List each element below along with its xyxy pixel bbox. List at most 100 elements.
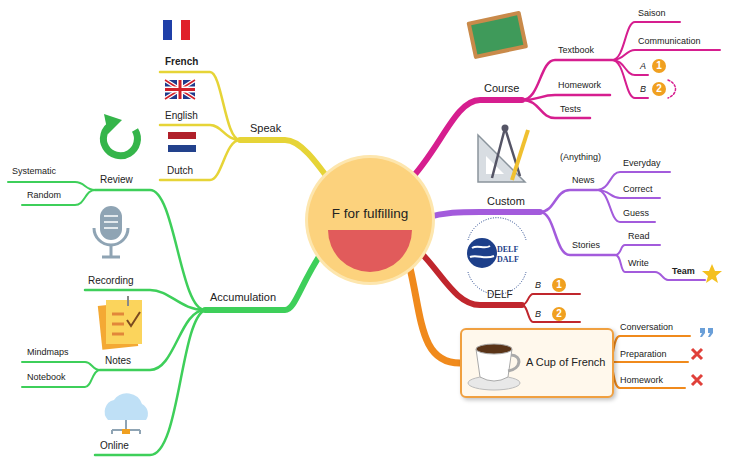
branch-stroke [612, 60, 648, 98]
branch-stroke [468, 218, 526, 240]
branch-stroke [466, 11, 528, 60]
branch-stroke [522, 305, 580, 322]
branch-stroke [471, 15, 523, 54]
coffee-cup-icon [464, 331, 524, 397]
branch-stroke [467, 238, 497, 268]
branch-stroke [608, 362, 685, 388]
branch-stroke [122, 429, 130, 434]
branch-stroke [105, 393, 148, 420]
branch-label: Read [628, 231, 650, 242]
branch-stroke [522, 60, 612, 100]
branch-label: Review [100, 174, 133, 186]
accumulation-branch [8, 182, 322, 455]
speak-branch [160, 72, 335, 188]
topic-text: F for fulfilling [308, 206, 432, 221]
branch-label: News [572, 175, 595, 186]
branch-label: Communication [638, 36, 701, 47]
branch-stroke [168, 132, 196, 139]
branch-stroke [127, 312, 140, 326]
branch-stroke [106, 300, 142, 344]
branch-label: Random [27, 190, 61, 201]
drawing-tools-icon [478, 125, 528, 183]
branch-label: Write [628, 258, 649, 269]
branch-stroke [608, 361, 688, 363]
branch-stroke [522, 95, 610, 100]
delf-logo [467, 218, 526, 295]
accumulation-icons [94, 114, 148, 434]
branch-stroke [597, 190, 655, 222]
branch-label: Homework [620, 375, 663, 386]
branch-stroke [100, 206, 122, 240]
branch-stroke [95, 190, 205, 310]
branch-label: Speak [250, 122, 281, 135]
branch-stroke [668, 80, 676, 98]
branch-stroke [615, 255, 705, 280]
topic-box: A Cup of French [460, 328, 614, 398]
branch-stroke [112, 420, 140, 434]
branch-stroke [470, 246, 494, 257]
branch-stroke [22, 370, 100, 387]
branch-label: Dutch [167, 165, 193, 177]
branch-label: Custom [487, 195, 525, 208]
star-icon [702, 264, 722, 283]
topic-text: A Cup of French [526, 356, 606, 368]
branch-stroke [502, 125, 509, 132]
branch-stroke [104, 114, 122, 134]
branch-stroke [425, 212, 540, 218]
mouth-shape [328, 230, 412, 272]
branch-stroke [540, 212, 615, 255]
logo-text: DALF [497, 255, 519, 265]
branch-stroke [700, 328, 713, 337]
branch-stroke [160, 72, 240, 140]
branch-stroke [172, 20, 181, 40]
branch-stroke [522, 100, 590, 118]
branch-label: French [165, 56, 198, 68]
branch-connector [410, 267, 460, 363]
branch-label: Everyday [623, 158, 661, 169]
branch-label: Correct [623, 184, 653, 195]
branch-label: A [640, 61, 646, 72]
branch-label: Notes [105, 355, 131, 367]
branch-label: Guess [623, 208, 649, 219]
branch-label: Textbook [558, 45, 594, 56]
branch-stroke [168, 145, 196, 152]
branch-label: Course [484, 82, 519, 95]
branch-stroke [181, 20, 190, 40]
branch-stroke [168, 139, 196, 145]
branch-stroke [112, 314, 124, 334]
branch-stroke [165, 80, 195, 99]
branch-stroke [615, 245, 660, 255]
branch-label: Team [672, 266, 695, 277]
branch-stroke [522, 294, 580, 305]
callout-number: 2 [552, 307, 566, 321]
branch-stroke [205, 252, 322, 310]
branch-label: Preparation [620, 349, 667, 360]
branch-stroke [612, 50, 720, 60]
branch-stroke [160, 125, 240, 140]
cup-part [476, 344, 512, 354]
branch-stroke [165, 80, 195, 99]
flags [163, 20, 196, 152]
branch-stroke [165, 80, 195, 99]
branch-stroke [8, 182, 95, 190]
branch-stroke [540, 190, 597, 212]
branch-label: DELF [487, 289, 513, 301]
callout-number: 1 [552, 278, 566, 292]
branch-stroke [22, 362, 100, 370]
delf-branch [418, 250, 580, 322]
branch-label: Recording [88, 275, 134, 287]
chalkboard-icon [466, 11, 528, 60]
central-topic-circle: F for fulfilling [308, 158, 432, 282]
branch-stroke [692, 349, 702, 359]
course-branch [408, 22, 720, 182]
branch-label: Homework [558, 80, 601, 91]
branch-label: Notebook [27, 372, 66, 383]
branch-label: Tests [560, 104, 581, 115]
branch-stroke [104, 216, 118, 228]
branch-label: Stories [572, 240, 600, 251]
branch-label: Systematic [12, 166, 56, 177]
branch-label: B [535, 309, 541, 320]
branch-stroke [163, 20, 172, 40]
branch-label: Saison [638, 8, 666, 19]
branch-stroke [102, 245, 120, 257]
